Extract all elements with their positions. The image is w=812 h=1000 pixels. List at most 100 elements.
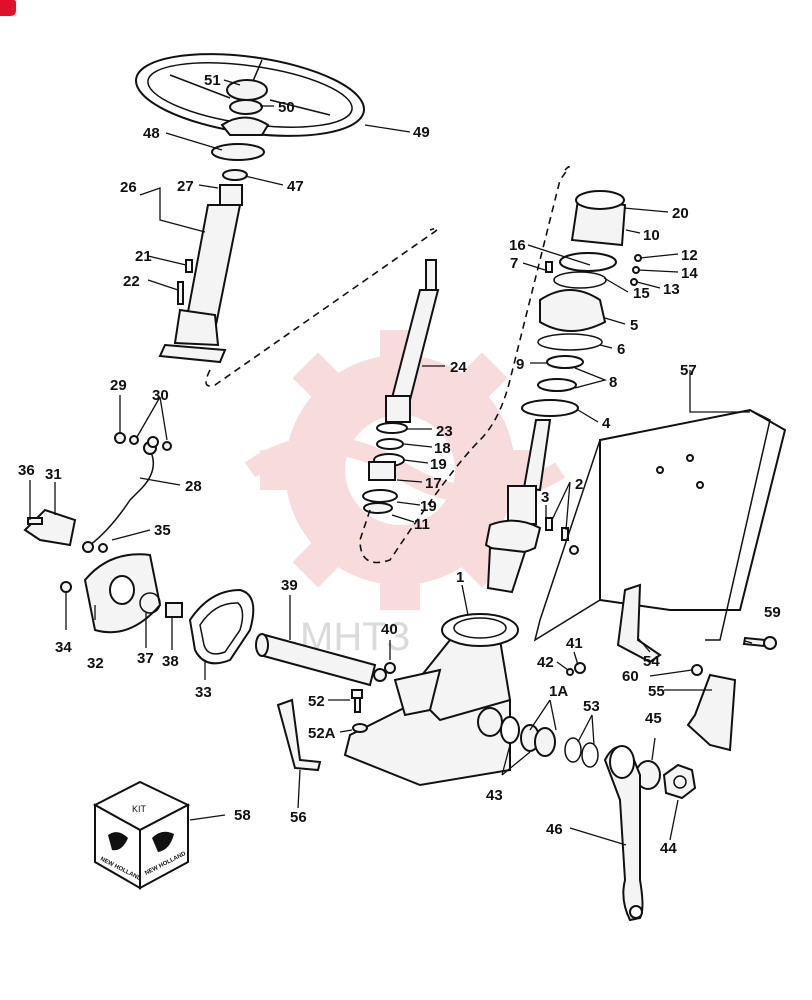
callout-51: 51 [204,72,221,89]
shaft-39 [255,633,387,687]
callout-60: 60 [622,668,639,685]
callout-53: 53 [583,698,600,715]
callout-8: 8 [609,374,617,391]
callout-37: 37 [137,650,154,667]
leader-lines [29,79,753,846]
callout-52: 52 [308,693,325,710]
callout-1: 1 [456,569,464,586]
callout-2: 2 [575,476,583,493]
callout-31: 31 [45,466,62,483]
spring-38 [165,602,183,618]
callout-27: 27 [177,178,194,195]
callout-15: 15 [633,285,650,302]
side-plate [533,408,787,642]
callout-55: 55 [648,683,665,700]
bolt-34 [60,581,72,593]
logo-right [152,831,174,852]
steering-wheel [134,53,366,137]
dashed-guide-gear [359,165,570,564]
callout-30: 30 [152,387,169,404]
steering-gearbox [343,613,519,787]
callout-20: 20 [672,205,689,222]
callout-28: 28 [185,478,202,495]
callout-35: 35 [154,522,171,539]
callout-23: 23 [436,423,453,440]
callout-labels: 51 50 49 48 47 26 27 21 22 24 20 10 16 1… [18,72,781,857]
callout-46: 46 [546,821,563,838]
callout-39: 39 [281,577,298,594]
callout-13: 13 [663,281,680,298]
callout-36: 36 [18,462,35,479]
pin-42 [566,668,574,676]
callout-52A: 52A [308,725,336,742]
callout-45: 45 [645,710,662,727]
callout-33: 33 [195,684,212,701]
bracket-31 [23,508,77,547]
callout-44: 44 [660,840,677,857]
callout-41: 41 [566,635,583,652]
callout-9: 9 [516,356,524,373]
callout-32: 32 [87,655,104,672]
callout-16: 16 [509,237,526,254]
callout-22: 22 [123,273,140,290]
callout-6: 6 [617,341,625,358]
callout-29: 29 [110,377,127,394]
fasteners-29-30 [98,432,172,553]
kit-box: KIT NEW HOLLAND NEW HOLLAND [92,780,191,890]
callout-47: 47 [287,178,304,195]
corner-badge [0,0,16,16]
oring-37 [139,592,161,614]
callout-7: 7 [510,255,518,272]
logo-left [108,832,128,851]
fitting-41 [574,662,586,674]
callout-11: 11 [414,516,430,533]
callout-19b: 19 [420,498,437,515]
seals-53 [564,737,599,768]
bolt-59 [742,636,777,650]
callout-59: 59 [764,604,781,621]
bracket-55 [686,673,737,752]
callout-4: 4 [602,415,611,432]
callout-5: 5 [630,317,638,334]
callout-10: 10 [643,227,660,244]
fitting-40 [384,662,396,674]
callout-40: 40 [381,621,398,638]
bracket-54 [616,583,662,664]
callout-17: 17 [425,475,442,492]
callout-12: 12 [681,247,698,264]
washer-52A [352,723,368,733]
callout-3: 3 [541,489,549,506]
drag-link [82,441,157,553]
gasket-33 [188,588,255,665]
bracket-56 [276,698,322,772]
callout-14: 14 [681,265,698,282]
callout-42: 42 [537,654,554,671]
bearings-1A-43 [500,716,556,757]
callout-1A: 1A [549,683,568,700]
bolt-52 [351,689,363,713]
callout-48: 48 [143,125,160,142]
cover-32 [83,553,162,634]
callout-56: 56 [290,809,307,826]
callout-26: 26 [120,179,137,196]
callout-34: 34 [55,639,72,656]
callout-38: 38 [162,653,179,670]
callout-57: 57 [680,362,697,379]
pitman-arm [603,745,644,922]
callout-19a: 19 [430,456,447,473]
kit-label: KIT [132,804,147,814]
callout-50: 50 [278,99,295,116]
callout-58: 58 [234,807,251,824]
callout-54: 54 [643,653,660,670]
callout-24: 24 [450,359,467,376]
callout-18: 18 [434,440,451,457]
steering-gear-upper [521,190,642,417]
steering-shaft [362,259,440,514]
callout-21: 21 [135,248,152,265]
nut-44 [662,763,697,800]
nut-60 [691,664,703,676]
steering-column [158,143,265,364]
sector-shaft [484,419,579,594]
callout-43: 43 [486,787,503,804]
